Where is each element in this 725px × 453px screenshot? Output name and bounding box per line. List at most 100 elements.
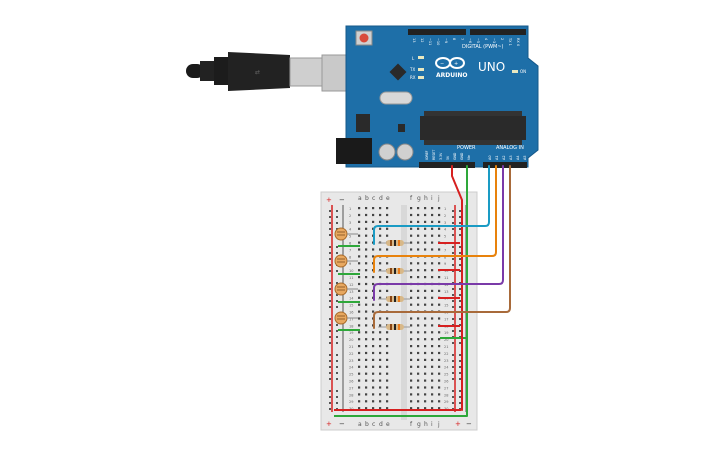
breadboard-hole bbox=[438, 365, 441, 368]
breadboard-hole bbox=[424, 338, 427, 341]
resistor-3[interactable] bbox=[378, 296, 410, 302]
rail-hole bbox=[329, 294, 331, 296]
column-letter: e bbox=[386, 421, 390, 428]
row-number: 16 bbox=[349, 311, 353, 315]
wire-5v-red[interactable] bbox=[451, 165, 463, 411]
row-number: 6 bbox=[349, 242, 351, 246]
breadboard-hole bbox=[365, 262, 368, 265]
resistor-2[interactable] bbox=[378, 268, 410, 274]
rail-hole bbox=[452, 360, 454, 362]
rail-hole bbox=[452, 252, 454, 254]
breadboard-hole bbox=[372, 379, 375, 382]
resistors bbox=[378, 240, 410, 330]
row-number: 13 bbox=[349, 290, 353, 294]
wire-a2-purple[interactable] bbox=[373, 165, 504, 301]
breadboard-hole bbox=[410, 248, 413, 251]
tx-led-label: TX bbox=[409, 67, 415, 72]
breadboard-hole bbox=[417, 227, 420, 230]
column-letter: h bbox=[424, 421, 428, 428]
breadboard-hole bbox=[386, 207, 389, 210]
breadboard-hole bbox=[386, 262, 389, 265]
breadboard-hole bbox=[372, 393, 375, 396]
breadboard-hole bbox=[379, 407, 382, 410]
rail-hole bbox=[329, 360, 331, 362]
wire-a3-brown[interactable] bbox=[373, 165, 511, 329]
wire-a1-orange[interactable] bbox=[373, 165, 497, 273]
rail-hole bbox=[336, 402, 338, 404]
breadboard-hole bbox=[417, 241, 420, 244]
breadboard-hole bbox=[438, 317, 441, 320]
breadboard-hole bbox=[424, 269, 427, 272]
row-number: 2 bbox=[444, 214, 446, 218]
row-number: 24 bbox=[349, 366, 354, 370]
breadboard-hole bbox=[379, 358, 382, 361]
photoresistor-4[interactable] bbox=[334, 311, 358, 325]
breadboard-hole bbox=[431, 393, 434, 396]
breadboard-hole bbox=[386, 289, 389, 292]
rail-hole bbox=[329, 216, 331, 218]
breadboard-hole bbox=[358, 324, 361, 327]
breadboard-hole bbox=[431, 351, 434, 355]
breadboard-hole bbox=[365, 310, 368, 313]
breadboard-hole bbox=[417, 372, 420, 375]
breadboard-hole bbox=[372, 310, 375, 313]
rail-hole bbox=[329, 270, 331, 272]
rail-hole bbox=[459, 246, 461, 248]
svg-text:+: + bbox=[454, 61, 458, 67]
breadboard-hole bbox=[386, 276, 389, 279]
row-number: 21 bbox=[444, 345, 448, 349]
breadboard-hole bbox=[379, 227, 382, 230]
rail-hole bbox=[452, 330, 454, 332]
breadboard-hole bbox=[365, 407, 368, 410]
rail-hole bbox=[459, 294, 461, 296]
rail-hole bbox=[329, 396, 331, 398]
breadboard-hole bbox=[424, 407, 427, 410]
row-number: 19 bbox=[444, 331, 448, 335]
analog-label: ANALOG IN bbox=[496, 145, 524, 151]
rail-minus-label-right: − bbox=[466, 420, 472, 428]
breadboard-hole bbox=[417, 296, 420, 299]
breadboard-hole bbox=[379, 317, 382, 320]
breadboard-hole bbox=[438, 400, 441, 403]
rail-hole bbox=[459, 366, 461, 368]
rail-hole bbox=[459, 378, 461, 380]
row-number: 27 bbox=[349, 386, 353, 390]
resistor-4[interactable] bbox=[378, 324, 410, 330]
rail-hole bbox=[329, 378, 331, 380]
row-number: 22 bbox=[349, 352, 353, 356]
rail-hole bbox=[459, 234, 461, 236]
power-pin-label: GND bbox=[453, 152, 457, 160]
breadboard-hole bbox=[431, 386, 434, 389]
rx-led-label: RX bbox=[410, 75, 416, 80]
digital-label: DIGITAL (PWM~) bbox=[462, 44, 504, 50]
rail-hole bbox=[452, 300, 454, 302]
photoresistor-3[interactable] bbox=[334, 282, 358, 296]
row-number: 18 bbox=[349, 324, 353, 328]
rail-hole bbox=[329, 222, 331, 224]
breadboard-hole bbox=[417, 351, 420, 355]
rail-hole bbox=[459, 288, 461, 290]
breadboard-hole bbox=[358, 365, 361, 368]
breadboard-hole bbox=[379, 372, 382, 375]
wire-a0-cyan[interactable] bbox=[373, 165, 490, 245]
digital-pin-label: ~11 bbox=[428, 38, 432, 45]
rail-hole bbox=[452, 258, 454, 260]
breadboard-hole bbox=[431, 365, 434, 368]
breadboard-hole bbox=[417, 379, 420, 382]
breadboard-hole bbox=[424, 241, 427, 244]
photoresistor-1[interactable] bbox=[334, 227, 358, 241]
breadboard-hole bbox=[358, 310, 361, 313]
breadboard-hole bbox=[365, 207, 368, 210]
rail-minus-label-top: − bbox=[339, 196, 345, 204]
resistor-1[interactable] bbox=[378, 240, 410, 246]
row-number: 28 bbox=[444, 393, 448, 397]
breadboard-hole bbox=[417, 358, 420, 361]
row-number: 26 bbox=[349, 380, 353, 384]
photoresistor-2[interactable] bbox=[334, 254, 358, 268]
breadboard-hole bbox=[424, 220, 427, 223]
breadboard-hole bbox=[365, 282, 368, 286]
breadboard-hole bbox=[431, 345, 434, 348]
digital-pin-label: ~9 bbox=[444, 38, 448, 43]
breadboard-hole bbox=[365, 269, 368, 272]
